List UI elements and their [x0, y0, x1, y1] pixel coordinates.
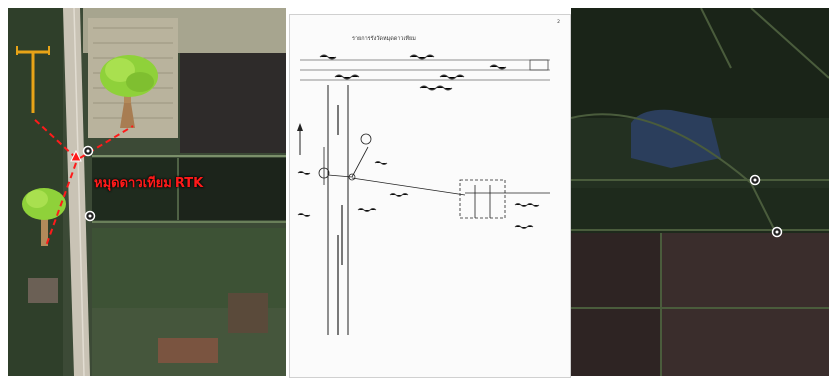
survey-sketch	[297, 54, 550, 335]
survey-point-marker-icon	[70, 145, 94, 162]
satellite-map-left	[8, 8, 286, 376]
rtk-label: RTK	[174, 176, 204, 191]
tree-icon	[22, 188, 66, 246]
doc-page-number: 2	[557, 20, 560, 25]
satellite-image-right	[571, 8, 829, 376]
survey-point-marker-icon	[749, 174, 761, 186]
survey-document: 2 รายการรังวัดหมุดดาวเทียม	[289, 14, 571, 378]
tree-icon	[100, 55, 158, 128]
control-point-label: หมุดดาวเทียม	[94, 176, 172, 191]
signpost-icon	[16, 46, 50, 113]
doc-title: รายการรังวัดหมุดดาวเทียม	[352, 36, 416, 42]
survey-point-marker-icon	[771, 226, 783, 238]
satellite-map-right	[571, 8, 829, 376]
survey-point-marker-icon	[84, 210, 96, 222]
